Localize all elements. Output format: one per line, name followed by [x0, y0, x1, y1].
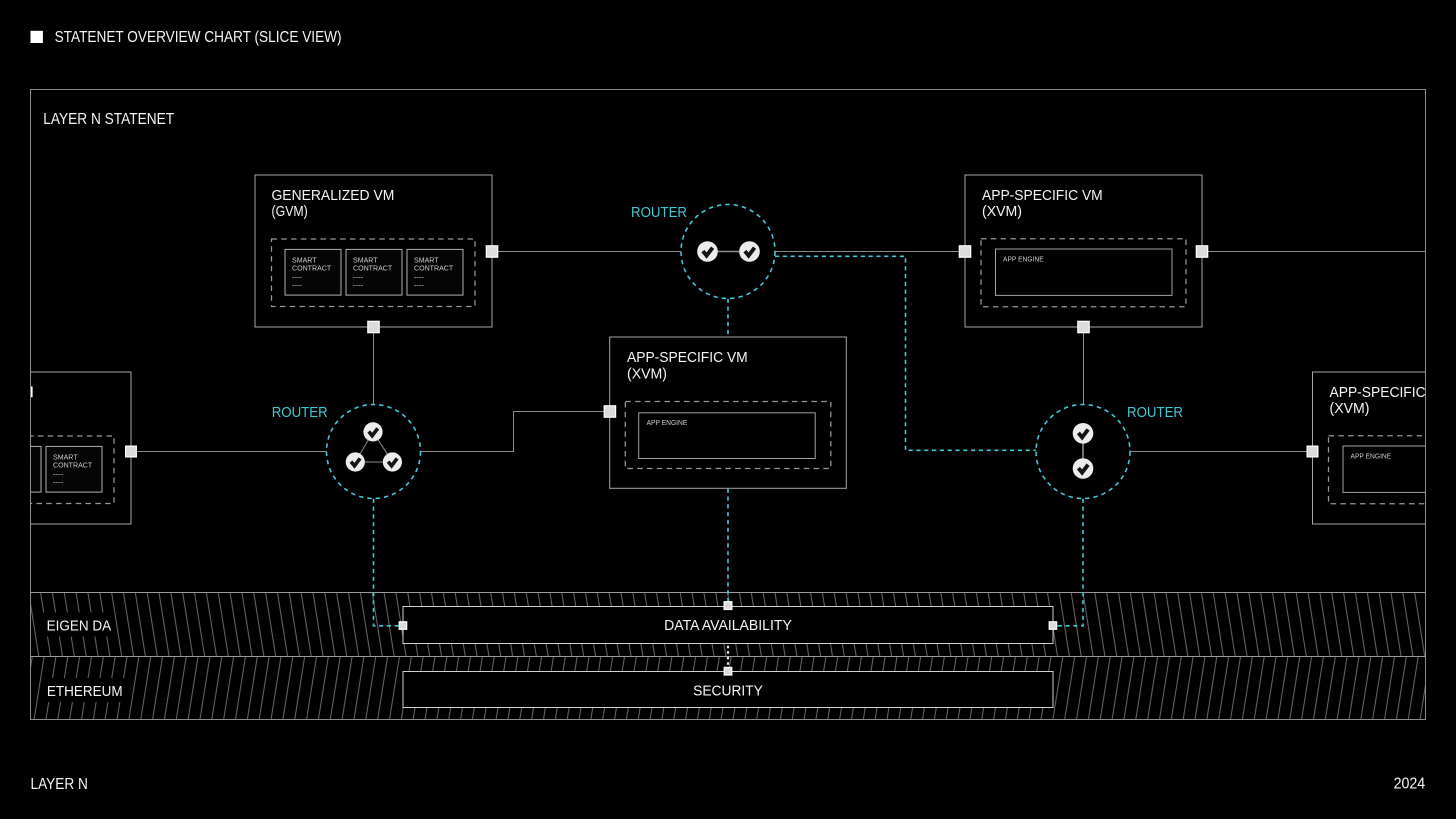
- svg-text:EIGEN DA: EIGEN DA: [47, 618, 112, 635]
- svg-text:(XVM): (XVM): [627, 365, 667, 382]
- svg-text:(GVM): (GVM): [272, 203, 308, 220]
- svg-text:APP-SPECIFIC VM: APP-SPECIFIC VM: [982, 187, 1103, 204]
- svg-text:2024: 2024: [1394, 776, 1426, 793]
- svg-text:----: ----: [353, 281, 363, 290]
- svg-text:STATENET OVERVIEW CHART (SLICE: STATENET OVERVIEW CHART (SLICE VIEW): [55, 29, 342, 46]
- svg-text:SMART: SMART: [292, 256, 317, 265]
- svg-text:APP-SPECIFIC VM: APP-SPECIFIC VM: [1330, 384, 1451, 401]
- svg-text:----: ----: [292, 281, 302, 290]
- svg-text:DATA AVAILABILITY: DATA AVAILABILITY: [664, 617, 792, 634]
- svg-text:----: ----: [414, 281, 424, 290]
- svg-text:CONTRACT: CONTRACT: [53, 461, 93, 470]
- svg-text:SMART: SMART: [353, 256, 378, 265]
- svg-text:ROUTER: ROUTER: [272, 404, 328, 421]
- svg-text:----: ----: [292, 273, 302, 282]
- svg-text:APP ENGINE: APP ENGINE: [647, 418, 688, 427]
- svg-text:ROUTER: ROUTER: [631, 204, 687, 221]
- svg-text:ETHEREUM: ETHEREUM: [47, 683, 123, 700]
- svg-text:----: ----: [414, 273, 424, 282]
- svg-text:GENERALIZED VM: GENERALIZED VM: [272, 187, 395, 204]
- svg-text:APP ENGINE: APP ENGINE: [1351, 451, 1392, 460]
- svg-text:----: ----: [53, 478, 63, 487]
- svg-text:APP-SPECIFIC VM: APP-SPECIFIC VM: [627, 349, 748, 366]
- svg-text:(XVM): (XVM): [982, 203, 1022, 220]
- svg-text:SECURITY: SECURITY: [693, 683, 763, 700]
- svg-text:LAYER N: LAYER N: [31, 776, 88, 793]
- svg-text:LAYER N STATENET: LAYER N STATENET: [43, 111, 174, 128]
- svg-text:CONTRACT: CONTRACT: [353, 264, 393, 273]
- svg-text:----: ----: [353, 273, 363, 282]
- svg-text:CONTRACT: CONTRACT: [414, 264, 454, 273]
- svg-text:CONTRACT: CONTRACT: [292, 264, 332, 273]
- svg-text:(XVM): (XVM): [1330, 400, 1370, 417]
- svg-text:----: ----: [53, 470, 63, 479]
- svg-text:SMART: SMART: [53, 453, 78, 462]
- svg-text:ROUTER: ROUTER: [1127, 404, 1183, 421]
- svg-text:SMART: SMART: [414, 256, 439, 265]
- svg-text:CONTRACT: CONTRACT: [0, 461, 32, 470]
- svg-text:APP ENGINE: APP ENGINE: [1003, 254, 1044, 263]
